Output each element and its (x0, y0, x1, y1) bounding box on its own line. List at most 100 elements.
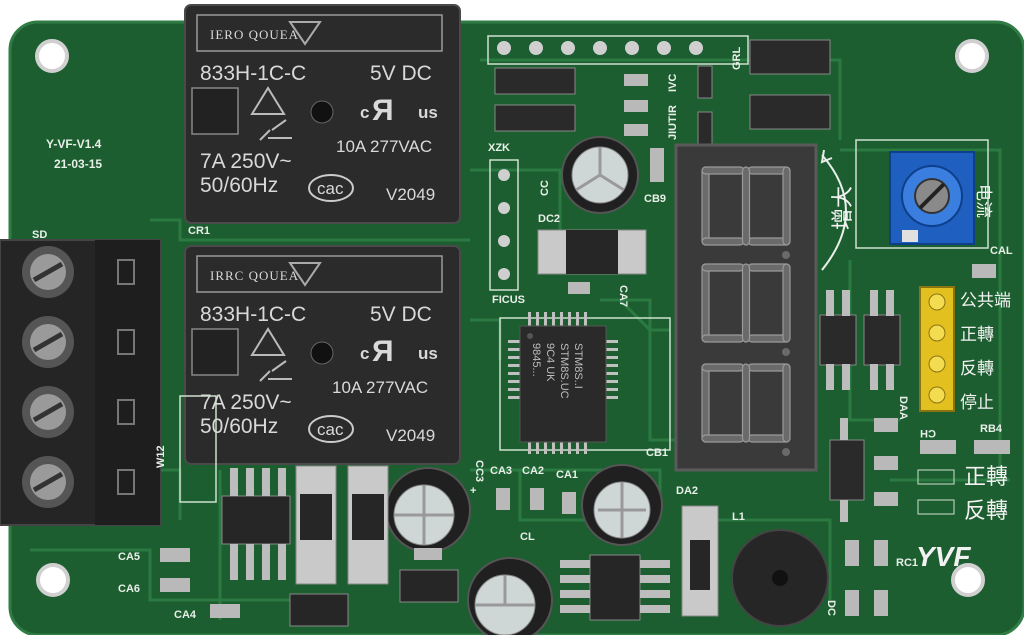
relay-1-brand: IERO QOUEA (210, 27, 299, 42)
l1-label: L1 (732, 511, 745, 523)
mcu-marking-2: STM8S.UC (558, 343, 570, 399)
board-model-label: Y-VF-V1.4 (46, 137, 102, 151)
display-decimal-point (782, 448, 790, 456)
ca2-label: CA2 (522, 465, 544, 477)
relay-2-rating-a: 7A 250V~ (200, 391, 292, 414)
forward-label-2: 正轉 (964, 465, 1008, 490)
display-segment (782, 363, 791, 443)
smd-diode-bottom (289, 593, 349, 627)
relay-1: IERO QOUEA 833H-1C-C 5V DC c Я us 7A 250… (184, 4, 461, 224)
display-segment (701, 434, 745, 443)
relay-1-rating-b: 50/60Hz (200, 174, 278, 197)
relay-1-rating-c: 10A 277VAC (336, 137, 432, 156)
display-segment (701, 363, 745, 372)
current-label: 电流 (973, 184, 993, 218)
ca4-label: CA4 (174, 609, 197, 621)
potentiometer[interactable] (855, 139, 989, 249)
ch-label: CH (920, 427, 936, 439)
xzk-label: XZK (488, 142, 510, 154)
display-segment (701, 166, 710, 246)
relay-2-brand: IRRC QOUEA (210, 268, 299, 283)
mounting-holes (35, 39, 989, 597)
cap-cal (972, 264, 996, 278)
mcu-marking-3: 9C4 UK (544, 343, 556, 382)
jiut-label: JIUT (667, 116, 679, 140)
ca6-label: CA6 (118, 583, 140, 595)
mode-jumper-header[interactable] (919, 286, 955, 412)
relay-1-model: 833H-1C-C (200, 62, 306, 85)
display-decimal-point (782, 251, 790, 259)
relay-1-ul-us: us (418, 103, 438, 122)
mcu-marking-1: STM8S..I (572, 343, 584, 389)
ca3-label: CA3 (490, 465, 512, 477)
display-segment (701, 166, 745, 175)
smd-transistors-top (494, 39, 831, 145)
cb1-label: CB1 (646, 447, 668, 459)
relay-1-code: V2049 (386, 185, 435, 204)
rb4-label: RB4 (980, 423, 1003, 435)
top-pin-header (487, 35, 749, 65)
warning-icon (250, 86, 286, 115)
relay-2-ul-us: us (418, 344, 438, 363)
relay-2-coil: 5V DC (370, 303, 432, 326)
rc1-label: RC1 (896, 557, 918, 569)
increase-label: 增大 (831, 186, 856, 230)
grl-label: GRL (731, 47, 743, 71)
sd-label: SD (32, 229, 47, 241)
smd-resistors-top (624, 74, 664, 182)
display-segment (741, 363, 751, 443)
cc3-label: CC3 (473, 460, 485, 482)
ca5-label: CA5 (118, 551, 140, 563)
relay-2-ul-c: c (360, 344, 369, 363)
voltage-regulator (560, 554, 670, 621)
relay-1-ul-c: c (360, 103, 369, 122)
electrolytic-capacitor-bottom-1 (581, 464, 663, 546)
smd-caps-left (160, 548, 240, 618)
display-digits (701, 166, 791, 456)
ivc-label: IVC (667, 74, 679, 92)
dc2-label: DC2 (538, 213, 560, 225)
smd-diodes-bottom-left (295, 465, 389, 585)
cr1-label: CR1 (188, 225, 210, 237)
electrolytic-capacitor-cc3 (385, 467, 471, 553)
ul-logo-icon: Я (372, 94, 394, 127)
smd-right-bottom (829, 418, 1010, 522)
relay-1-cert: cac (317, 179, 344, 198)
yvf-logo: YVF (916, 541, 971, 572)
cc-label: CC (539, 180, 551, 196)
display-segment (701, 263, 745, 272)
warning-icon (250, 327, 286, 356)
seven-segment-display (674, 143, 818, 472)
relay-2-cert: cac (317, 420, 344, 439)
smd-ic-bottom-left (221, 468, 291, 580)
terminal-screws (22, 246, 74, 508)
smd-caps-bottom-middle (414, 488, 576, 560)
smd-bottom-right (845, 540, 888, 616)
ir-label: IR (667, 105, 679, 116)
mcu-chip: STM8S..I STM8S.UC 9C4 UK 9845... (499, 312, 671, 454)
relay-2-rating-c: 10A 277VAC (332, 378, 428, 397)
cb9-label: CB9 (644, 193, 666, 205)
smd-transistor-bottom (399, 569, 459, 603)
ul-logo-icon: Я (372, 335, 394, 368)
display-segment (782, 166, 791, 246)
optocouplers-daa (819, 290, 901, 390)
arc-arrow-icon (821, 154, 847, 271)
common-terminal-label: 公共端 (960, 291, 1011, 311)
display-decimal-point (782, 348, 790, 356)
reverse-label: 反轉 (960, 359, 994, 379)
ca1-label: CA1 (556, 469, 578, 481)
cal-label: CAL (990, 245, 1013, 257)
cap-plus-symbol: + (470, 485, 476, 497)
w12-label: W12 (155, 445, 167, 468)
buzzer (731, 529, 829, 627)
screw-terminal-block (0, 239, 161, 526)
display-segment (741, 263, 751, 343)
ca7-label: CA7 (617, 285, 629, 307)
cac-logo-icon (308, 174, 354, 202)
relay-2-rating-b: 50/60Hz (200, 415, 278, 438)
daa-label: DAA (897, 396, 909, 420)
da2-label: DA2 (676, 485, 698, 497)
